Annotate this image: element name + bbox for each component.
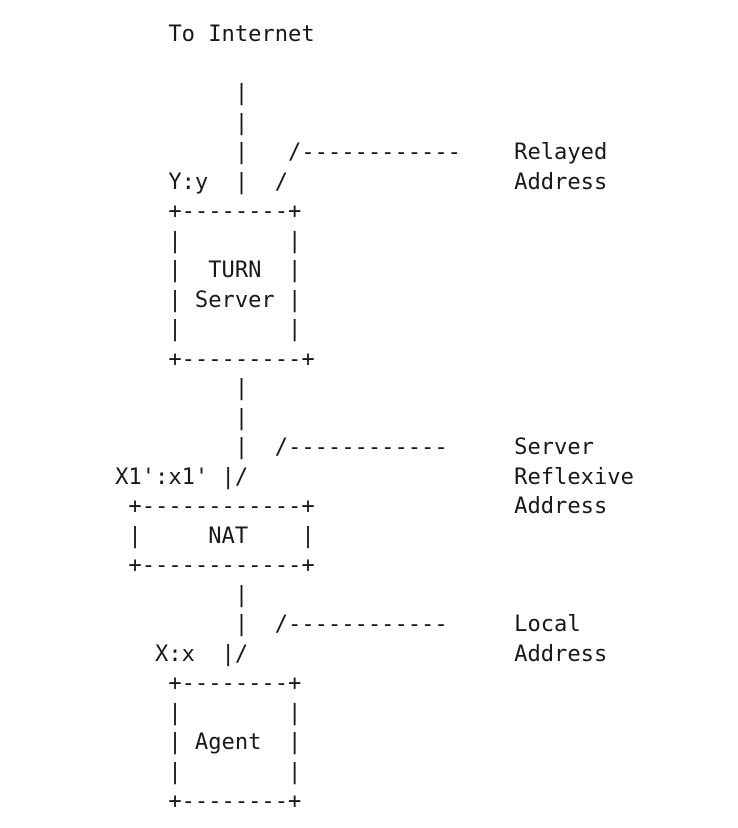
ascii-art-block: To Internet | | | /------------ Relayed … (115, 21, 634, 814)
